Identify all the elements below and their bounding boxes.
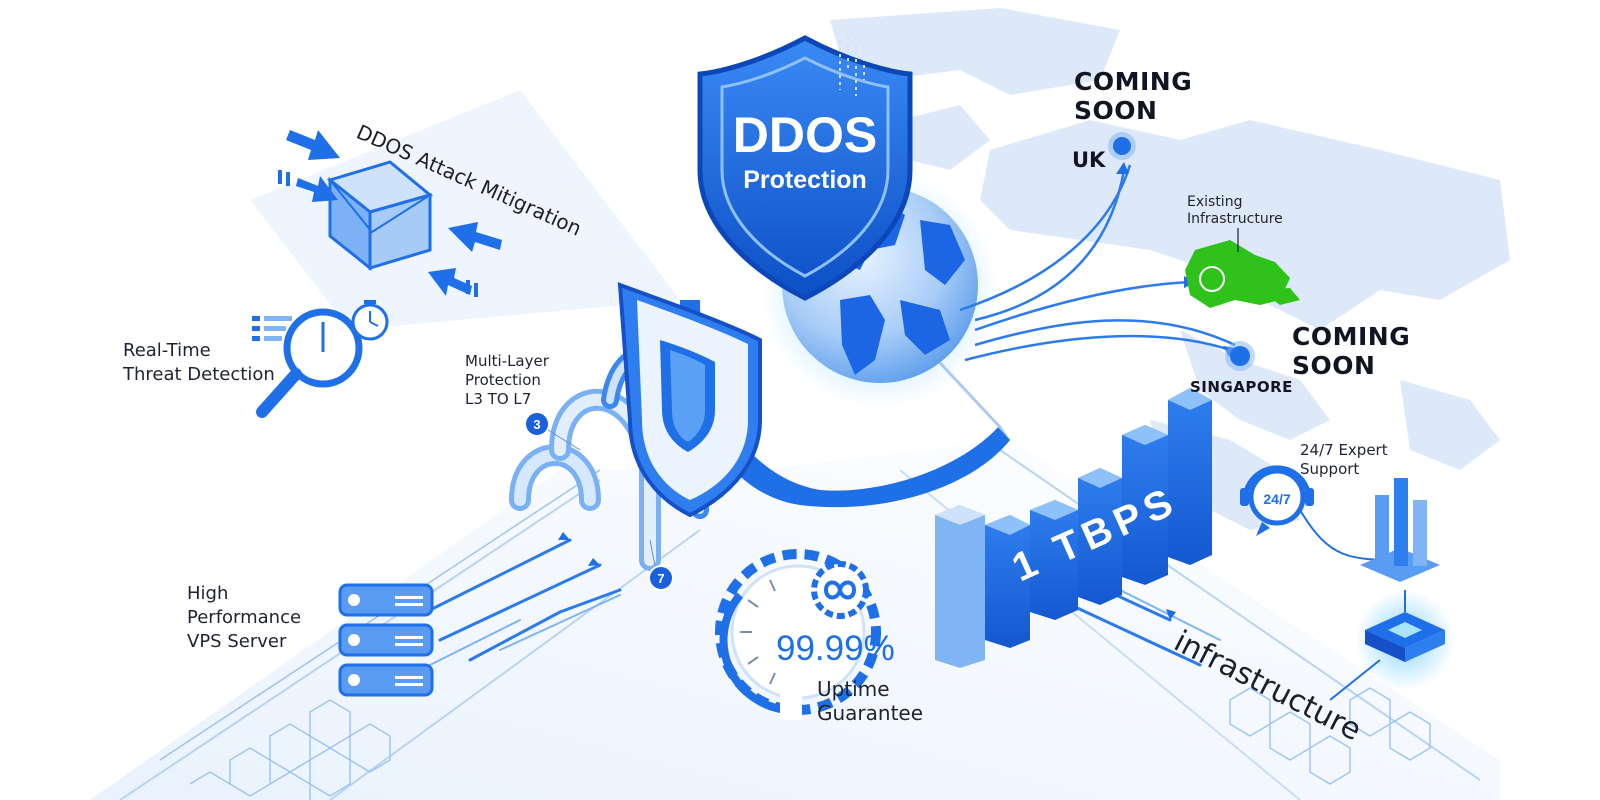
support-badge: 24/7	[1263, 491, 1290, 507]
route-arcs	[959, 164, 1236, 362]
incoming-attack-arrows	[278, 130, 502, 297]
layer-end-marker: 7	[657, 571, 664, 586]
support-headset-icon	[1240, 465, 1314, 536]
vps-server-label: High Performance VPS Server	[187, 583, 302, 652]
multilayer-protection-label: Multi-Layer Protection L3 TO L7	[465, 352, 549, 408]
layer-markers	[524, 411, 674, 591]
light-beam	[250, 90, 680, 330]
vps-server-stack-icon	[338, 583, 434, 697]
shield-title: DDOS	[733, 107, 877, 163]
uptime-value: 99.99%	[776, 629, 895, 668]
shield-subtitle: Protection	[743, 166, 867, 194]
uk-location-label: UK	[1072, 148, 1106, 172]
existing-infrastructure-map	[1185, 228, 1300, 308]
ddos-protection-shield	[697, 30, 913, 301]
layer-start-marker: 3	[533, 417, 540, 432]
existing-infrastructure-label: Existing Infrastructure	[1187, 194, 1283, 227]
location-singapore-pin	[1225, 341, 1255, 371]
bandwidth-bars-icon	[935, 388, 1212, 668]
singapore-location-label: SINGAPORE	[1190, 378, 1293, 396]
threat-detection-magnifier-icon	[252, 300, 389, 418]
support-label: 24/7 Expert Support	[1300, 441, 1388, 478]
support-server-tower-icon	[1299, 478, 1455, 701]
small-shield	[617, 282, 762, 518]
threat-detection-label: Real-Time Threat Detection	[123, 340, 275, 385]
singapore-status-label: COMING SOON	[1292, 322, 1411, 380]
uptime-guarantee-label: Uptime Guarantee	[817, 677, 924, 725]
uk-status-label: COMING SOON	[1074, 67, 1193, 125]
location-uk-pin	[1108, 132, 1136, 160]
mitigation-box-icon	[326, 160, 434, 272]
uptime-gear-gauge-icon	[715, 549, 881, 720]
